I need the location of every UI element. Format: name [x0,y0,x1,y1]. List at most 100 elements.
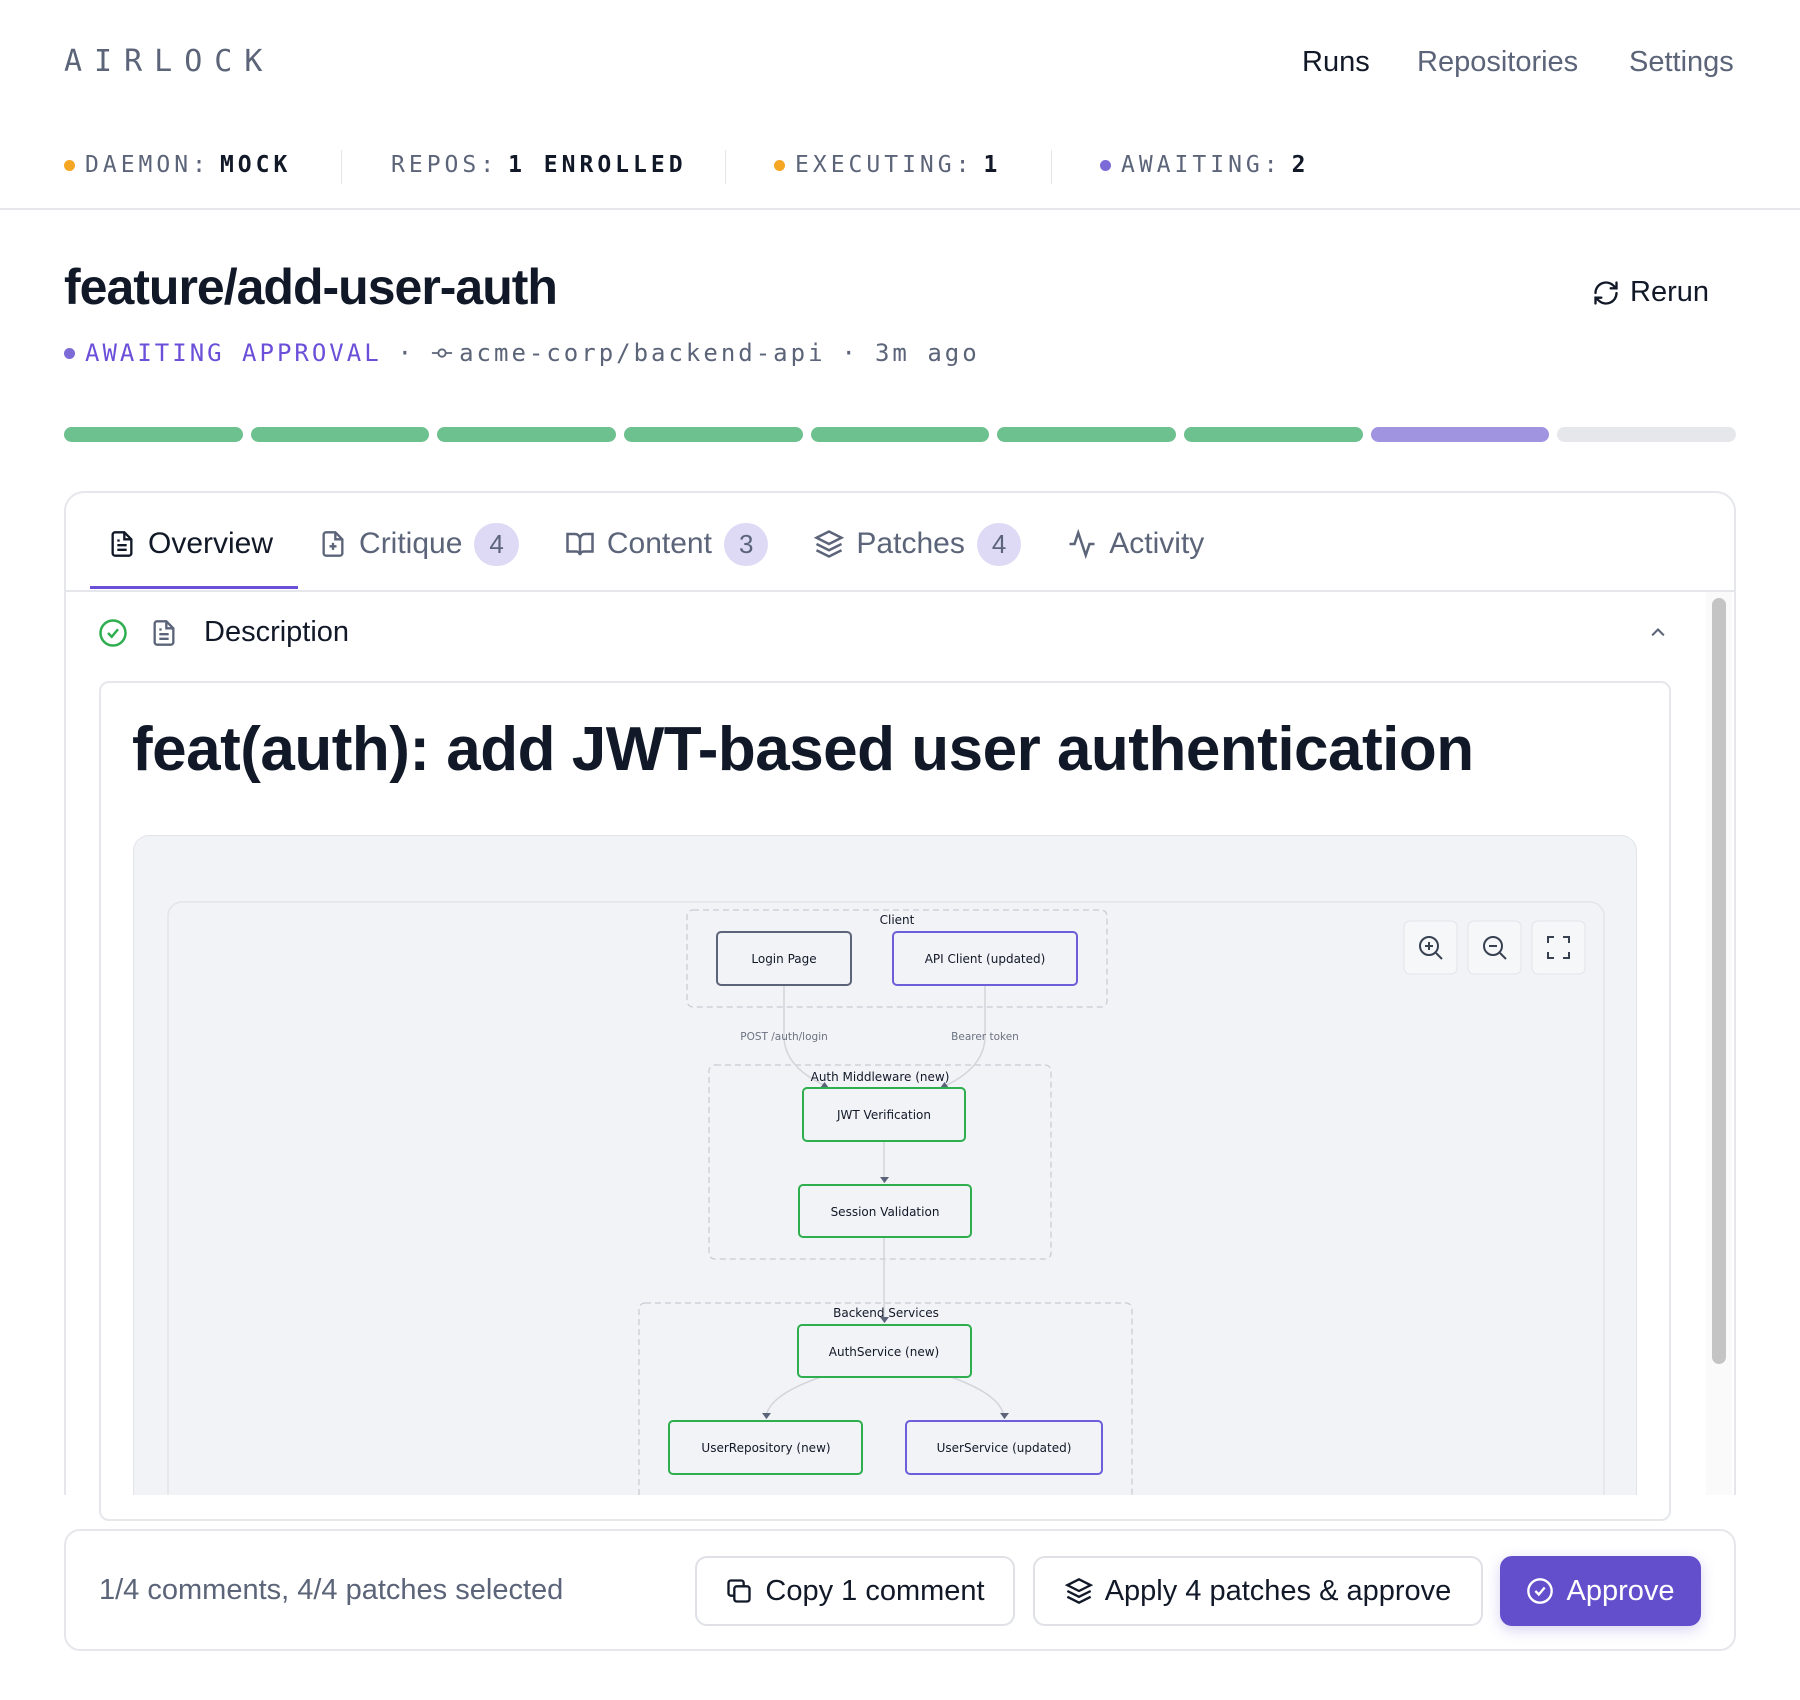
status-dot [64,159,75,171]
node-label: JWT Verification [836,1108,931,1122]
node-authservice [797,1324,972,1378]
fullscreen-button[interactable] [1531,920,1586,975]
node-user-service [905,1420,1103,1475]
daemon-value: MOCK [219,152,292,178]
architecture-diagram[interactable]: Client Auth Middleware (new) Backend Ser… [133,835,1637,1495]
group-client [686,909,1108,1008]
repos-status: REPOS: 1 ENROLLED [391,152,687,178]
daemon-label: DAEMON: [85,152,210,178]
divider [1051,150,1052,184]
count-badge: 3 [723,522,769,566]
executing-label: EXECUTING: [795,152,974,178]
header-divider [0,208,1800,210]
awaiting-label: AWAITING: [1121,152,1282,178]
repos-value: 1 ENROLLED [508,152,687,178]
separator: · [397,339,416,367]
approve-label: Approve [1566,1574,1675,1607]
edge-label-login: POST /auth/login [740,1031,828,1043]
file-plus-icon [322,531,344,557]
node-label: API Client (updated) [925,952,1046,966]
awaiting-value: 2 [1291,152,1310,178]
page-title: feature/add-user-auth [64,259,558,315]
check-circle-icon [99,618,127,647]
refresh-icon [1594,280,1618,305]
tab-critique[interactable]: Critique 4 [301,518,547,570]
node-api-client [892,931,1078,986]
tab-activity[interactable]: Activity [1049,518,1232,570]
description-heading: feat(auth): add JWT-based user authentic… [132,715,1474,784]
edge-login [783,985,827,1087]
group-label-middleware: Auth Middleware (new) [811,1070,950,1084]
node-label: UserService (updated) [937,1441,1072,1455]
layers-icon [1064,1578,1093,1604]
progress-step-done [624,427,803,442]
progress-step-done [64,427,243,442]
approve-button[interactable]: Approve [1500,1556,1701,1626]
status-text: AWAITING APPROVAL [85,339,382,367]
run-detail-card [64,491,1736,1495]
node-label: AuthService (new) [829,1345,939,1359]
copy-label: Copy 1 comment [765,1574,985,1607]
tab-content[interactable]: Content 3 [547,518,797,570]
zoom-in-button[interactable] [1403,920,1458,975]
node-session-validation [798,1184,972,1238]
tab-label: Critique [359,527,463,560]
run-progress [64,427,1737,442]
app-logo: AIRLOCK [64,44,275,79]
chevron-up-icon[interactable] [1648,622,1668,642]
divider [725,150,726,184]
tab-label: Content [606,527,712,560]
tab-divider [64,590,1736,592]
node-label: Session Validation [831,1205,940,1219]
repos-label: REPOS: [391,152,499,178]
nav-repositories[interactable]: Repositories [1417,46,1579,78]
repo-link[interactable]: acme-corp/backend-api [431,339,825,367]
section-header-description[interactable]: Description [98,616,349,649]
nav-runs[interactable]: Runs [1302,46,1370,78]
repo-name: acme-corp/backend-api [459,339,826,367]
status-dot [774,159,785,171]
tab-overview[interactable]: Overview [90,518,301,570]
scrollbar-thumb[interactable] [1712,598,1726,1364]
progress-step-pending [1557,427,1737,442]
node-jwt-verification [802,1087,966,1142]
approval-bar [64,1529,1736,1651]
progress-step-active [1370,427,1550,442]
group-label-client: Client [880,913,915,927]
tab-label: Patches [856,527,965,560]
diagram-svg: Client Auth Middleware (new) Backend Ser… [167,901,1605,1495]
group-auth-middleware [708,1064,1052,1260]
description-content [99,681,1671,1521]
executing-status: EXECUTING: 1 [774,152,1001,178]
git-commit-icon [432,348,453,358]
node-label: UserRepository (new) [701,1441,830,1455]
apply-patches-approve-button[interactable]: Apply 4 patches & approve [1033,1556,1483,1626]
status-badge: AWAITING APPROVAL [64,339,382,367]
nav-settings[interactable]: Settings [1629,46,1734,78]
zoom-out-icon [1483,936,1507,960]
tab-label: Overview [148,527,274,560]
zoom-out-button[interactable] [1467,920,1522,975]
book-open-icon [566,532,594,556]
executing-value: 1 [983,152,1002,178]
node-user-repository [668,1420,863,1475]
fullscreen-icon [1547,936,1570,959]
divider [341,150,342,184]
section-title: Description [204,616,350,648]
file-text-icon [153,619,175,646]
group-backend-services [638,1302,1133,1495]
rerun-button[interactable]: Rerun [1592,276,1709,309]
zoom-in-icon [1419,936,1443,960]
run-meta: AWAITING APPROVAL · acme-corp/backend-ap… [64,339,980,367]
progress-step-done [810,427,990,442]
copy-comment-button[interactable]: Copy 1 comment [695,1556,1015,1626]
count-badge: 4 [474,522,519,566]
separator: · [841,339,859,367]
apply-label: Apply 4 patches & approve [1104,1574,1452,1607]
progress-step-done [997,427,1177,442]
group-label-backend: Backend Services [833,1306,939,1320]
daemon-status: DAEMON: MOCK [64,152,291,178]
edge-bearer [944,985,986,1087]
